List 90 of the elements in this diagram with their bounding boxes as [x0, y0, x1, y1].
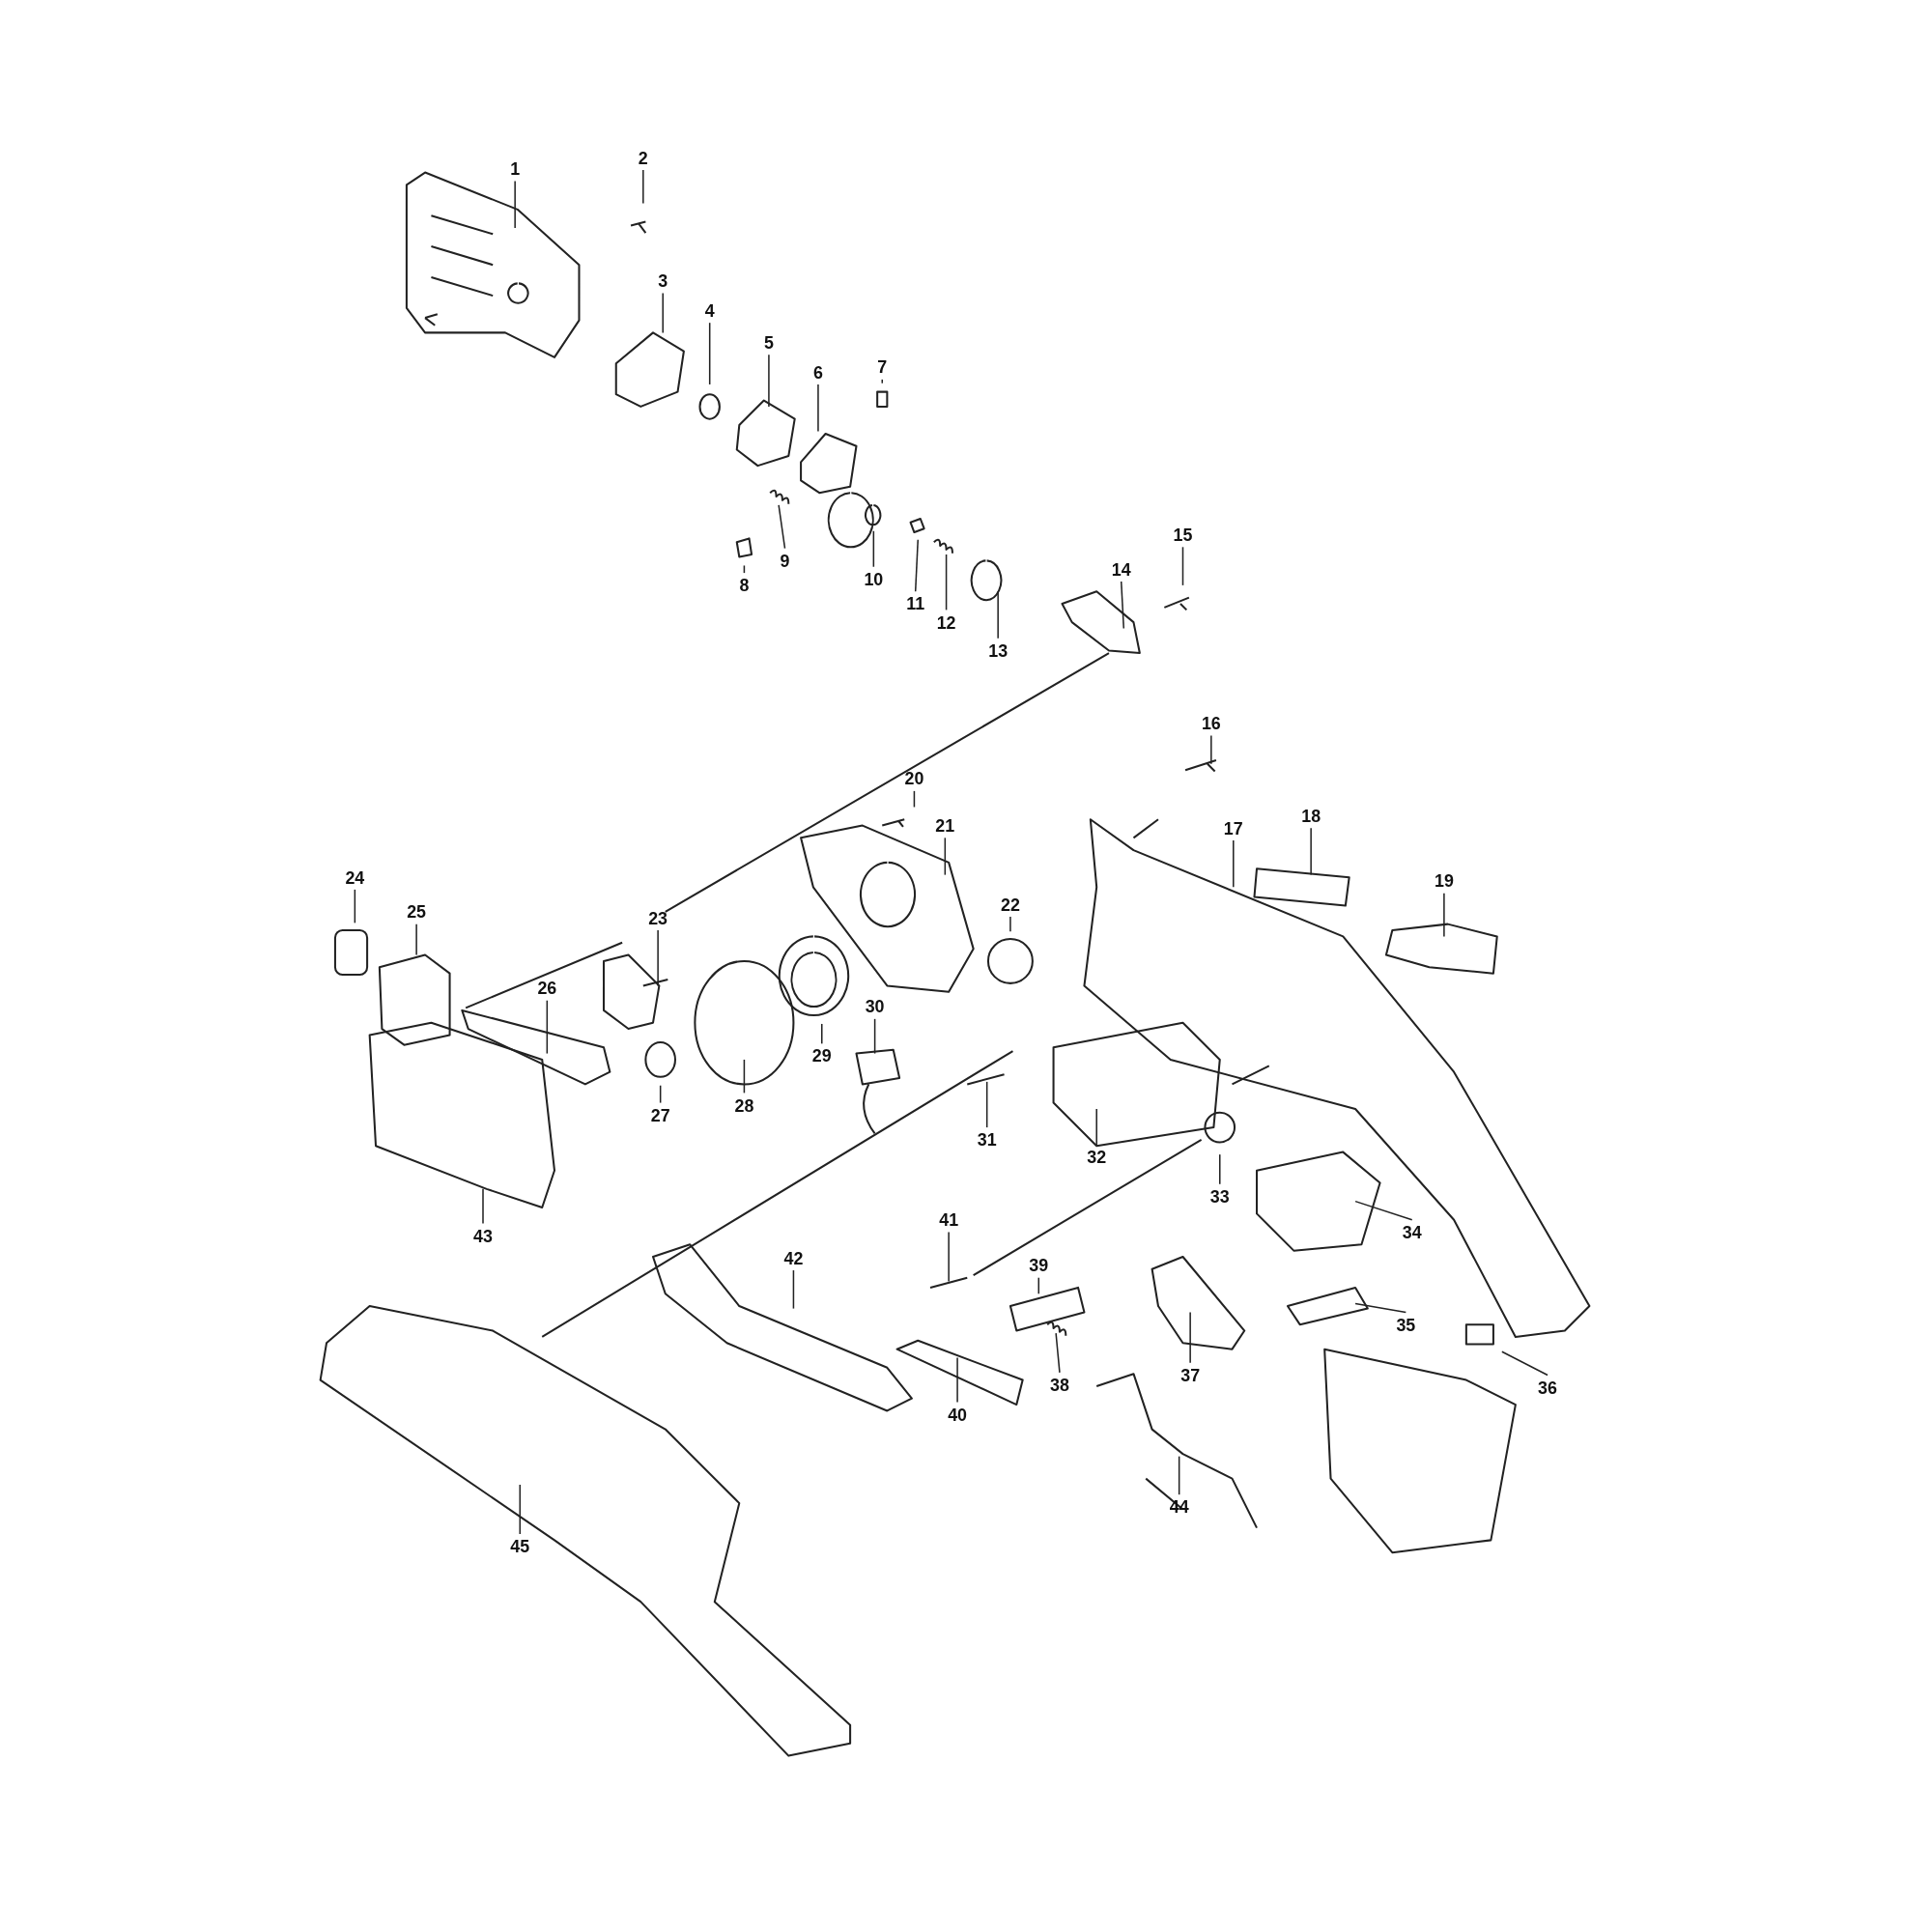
callout-number: 25	[400, 900, 433, 923]
callout-number: 3	[646, 270, 679, 293]
callout-number: 36	[1531, 1376, 1564, 1399]
callout-number: 19	[1428, 869, 1461, 893]
leader-line	[1233, 839, 1235, 889]
leader-line	[881, 379, 884, 384]
leader-line	[482, 1188, 484, 1225]
callout-number: 14	[1105, 557, 1138, 581]
leader-line	[1354, 1200, 1413, 1221]
leader-line	[1178, 1455, 1180, 1495]
callout-number: 7	[866, 355, 898, 379]
callout-number: 5	[753, 331, 785, 355]
leader-line	[657, 929, 659, 987]
leader-line	[914, 538, 919, 592]
callout-number: 28	[727, 1094, 760, 1117]
leader-line	[1009, 916, 1011, 933]
callout-number: 4	[694, 298, 726, 322]
callout-number: 44	[1163, 1495, 1196, 1519]
callout-number: 33	[1204, 1185, 1236, 1208]
leader-line	[519, 1484, 522, 1535]
callout-number: 26	[530, 977, 563, 1000]
leader-line	[768, 354, 770, 408]
callout-number: 16	[1195, 712, 1228, 735]
callout-number: 27	[644, 1103, 677, 1126]
callout-number: 42	[777, 1246, 810, 1269]
callout-number: 9	[768, 549, 802, 572]
callout-number: 1	[498, 157, 531, 181]
callout-number: 10	[857, 568, 890, 590]
leader-line	[514, 180, 516, 229]
callout-number: 17	[1217, 816, 1250, 839]
leader-line	[546, 999, 549, 1055]
leader-line	[944, 837, 947, 876]
callout-number: 24	[338, 866, 371, 889]
callout-number: 13	[981, 639, 1014, 662]
callout-number: 35	[1389, 1313, 1422, 1336]
leader-line	[1120, 581, 1125, 630]
leader-line	[1055, 1332, 1061, 1374]
callout-number: 6	[802, 360, 835, 384]
callout-number: 41	[932, 1208, 965, 1232]
callout-number: 32	[1080, 1146, 1113, 1169]
callout-number: 43	[467, 1224, 499, 1247]
leader-line	[817, 384, 819, 433]
leader-line	[1443, 892, 1445, 938]
leader-line	[659, 1084, 662, 1104]
leader-line	[985, 1081, 988, 1128]
callout-number: 2	[627, 146, 660, 169]
callout-number: 34	[1396, 1221, 1429, 1243]
leader-line	[1037, 1276, 1039, 1295]
leader-line	[354, 889, 356, 924]
callout-number: 18	[1294, 804, 1327, 827]
leader-line	[1310, 827, 1312, 876]
leader-line	[792, 1269, 795, 1310]
leader-line	[913, 790, 916, 809]
callout-number: 23	[641, 906, 674, 929]
leader-line	[415, 923, 417, 956]
callout-number: 37	[1174, 1364, 1207, 1386]
callout-number: 8	[727, 574, 760, 597]
leader-line	[778, 504, 786, 550]
callout-number: 31	[971, 1128, 1004, 1151]
callout-number: 40	[941, 1403, 974, 1426]
leader-line	[948, 1231, 950, 1283]
leader-line	[1189, 1311, 1191, 1364]
leader-line	[708, 322, 711, 385]
leader-line	[945, 554, 948, 611]
callout-number: 15	[1166, 524, 1200, 547]
callout-number: 20	[897, 767, 930, 790]
leader-line	[1219, 1153, 1221, 1185]
leader-line	[1181, 546, 1184, 586]
leader-line	[1354, 1302, 1407, 1314]
callout-number: 45	[503, 1535, 536, 1558]
leader-line	[743, 564, 746, 574]
callout-number: 29	[806, 1044, 838, 1067]
leader-line	[956, 1356, 958, 1404]
callout-number: 38	[1043, 1374, 1076, 1397]
callout-number: 21	[928, 814, 961, 838]
callout-number: 11	[899, 592, 932, 615]
leader-line	[743, 1059, 746, 1094]
callout-number: 30	[859, 995, 892, 1018]
callout-number: 39	[1022, 1254, 1055, 1277]
leader-line	[1095, 1108, 1097, 1146]
leader-line	[1210, 734, 1212, 765]
leader-line	[662, 292, 664, 334]
leader-line	[642, 169, 644, 205]
leader-line	[1501, 1350, 1548, 1377]
leader-line	[821, 1023, 823, 1045]
leader-line	[997, 590, 999, 639]
leader-line	[872, 529, 875, 568]
leader-line	[873, 1018, 876, 1055]
callout-number: 22	[994, 893, 1027, 916]
callout-number: 12	[930, 611, 963, 634]
